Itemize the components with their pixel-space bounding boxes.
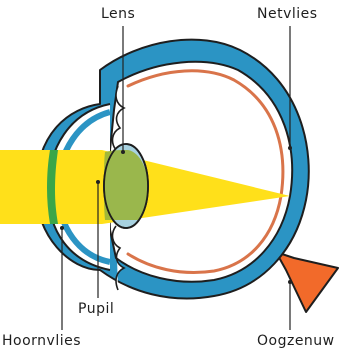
lens-leader-dot xyxy=(121,150,125,154)
oogzenuw-label: Oogzenuw xyxy=(257,333,335,349)
pupil-leader-dot xyxy=(96,180,100,184)
optic-nerve xyxy=(276,252,338,312)
pupil-label: Pupil xyxy=(78,301,114,317)
hoornvlies-label: Hoornvlies xyxy=(2,333,81,349)
hoornvlies-leader-dot xyxy=(60,226,64,230)
netvlies-leader-dot xyxy=(288,146,292,150)
oogzenuw-leader-dot xyxy=(288,280,292,284)
netvlies-label: Netvlies xyxy=(257,6,318,22)
lens-label: Lens xyxy=(101,6,135,22)
